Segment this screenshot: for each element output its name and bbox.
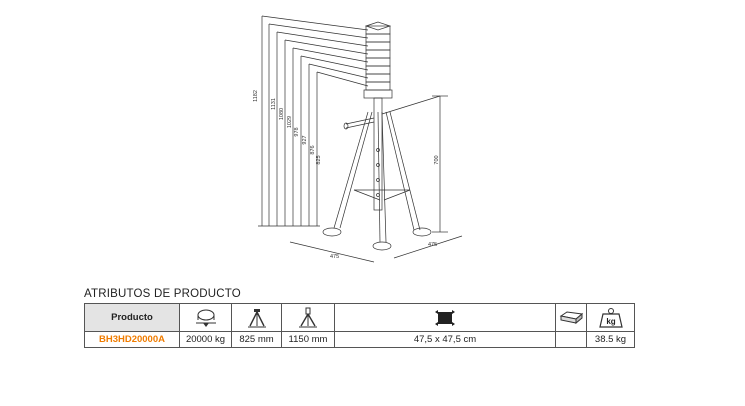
- dim-label-7: 876: [310, 145, 316, 154]
- table-row: BH3HD20000A 20000 kg 825 mm 1150 mm 47,5…: [84, 331, 635, 348]
- side-height-label: 700: [434, 155, 440, 164]
- base-header: [334, 303, 556, 332]
- weight-icon-text: kg: [606, 317, 615, 326]
- max-height-icon: [299, 307, 317, 327]
- base-width-left-label: 475: [330, 254, 339, 260]
- packaging-value: [555, 331, 587, 348]
- product-header: Producto: [84, 303, 180, 332]
- load-capacity-icon: [195, 309, 216, 327]
- min-height-icon: [247, 308, 266, 327]
- min-height-value: 825 mm: [231, 331, 282, 348]
- technical-drawing: 1182 1131 1080 1029 978 927 876 825 700 …: [253, 15, 463, 263]
- capacity-header: [179, 303, 232, 332]
- attributes-table: Producto: [84, 303, 635, 348]
- dim-label-5: 978: [294, 127, 300, 136]
- dim-label-8: 825: [316, 155, 322, 164]
- packaging-header: [555, 303, 587, 332]
- dim-label-6: 927: [302, 135, 308, 144]
- capacity-value: 20000 kg: [179, 331, 232, 348]
- weight-value: 38.5 kg: [586, 331, 635, 348]
- product-code[interactable]: BH3HD20000A: [84, 331, 180, 348]
- min-height-header: [231, 303, 282, 332]
- max-height-header: [281, 303, 335, 332]
- dim-label-2: 1131: [271, 98, 277, 110]
- section-title: ATRIBUTOS DE PRODUCTO: [84, 288, 241, 300]
- base-value: 47,5 x 47,5 cm: [334, 331, 556, 348]
- table-header-row: Producto: [84, 303, 635, 332]
- max-height-value: 1150 mm: [281, 331, 335, 348]
- weight-icon: kg: [598, 307, 623, 328]
- dim-label-3: 1080: [279, 108, 285, 120]
- weight-header: kg: [586, 303, 635, 332]
- dim-label-4: 1029: [287, 116, 293, 128]
- base-dimensions-icon: [435, 309, 455, 326]
- packaging-icon: [559, 310, 584, 324]
- base-width-right-label: 475: [428, 242, 437, 248]
- dim-label-1: 1182: [253, 90, 259, 102]
